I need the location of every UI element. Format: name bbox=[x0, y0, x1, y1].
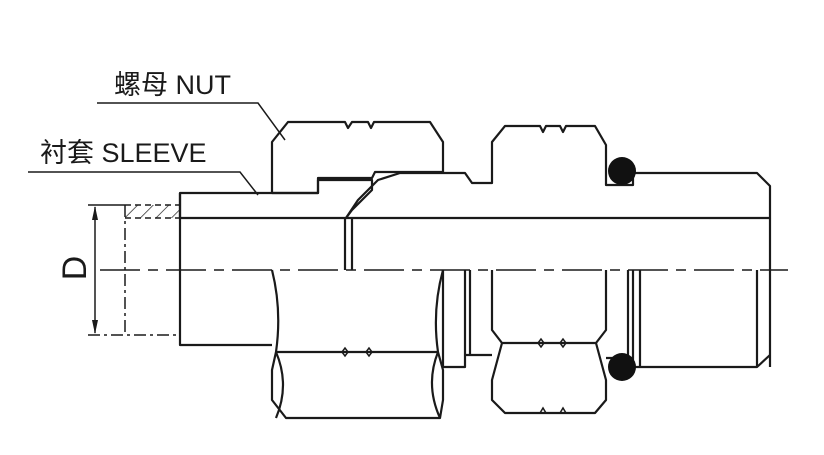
o-ring-upper bbox=[608, 157, 636, 185]
body-hex-view bbox=[490, 270, 608, 415]
sleeve-label: 衬套 SLEEVE bbox=[40, 138, 207, 168]
nut-label: 螺母 NUT bbox=[114, 70, 231, 100]
dimension-label: D bbox=[56, 256, 94, 281]
tube bbox=[178, 193, 354, 347]
body-section bbox=[344, 124, 772, 220]
sleeve-leader-line bbox=[28, 171, 259, 196]
nut-hex-view bbox=[270, 269, 445, 420]
o-ring-lower bbox=[608, 353, 636, 381]
sleeve-section bbox=[178, 178, 374, 220]
nut-section bbox=[270, 120, 445, 195]
nut-leader-line bbox=[97, 102, 286, 141]
dimension-arrow bbox=[92, 206, 98, 334]
tube-phantom-section bbox=[125, 205, 180, 218]
